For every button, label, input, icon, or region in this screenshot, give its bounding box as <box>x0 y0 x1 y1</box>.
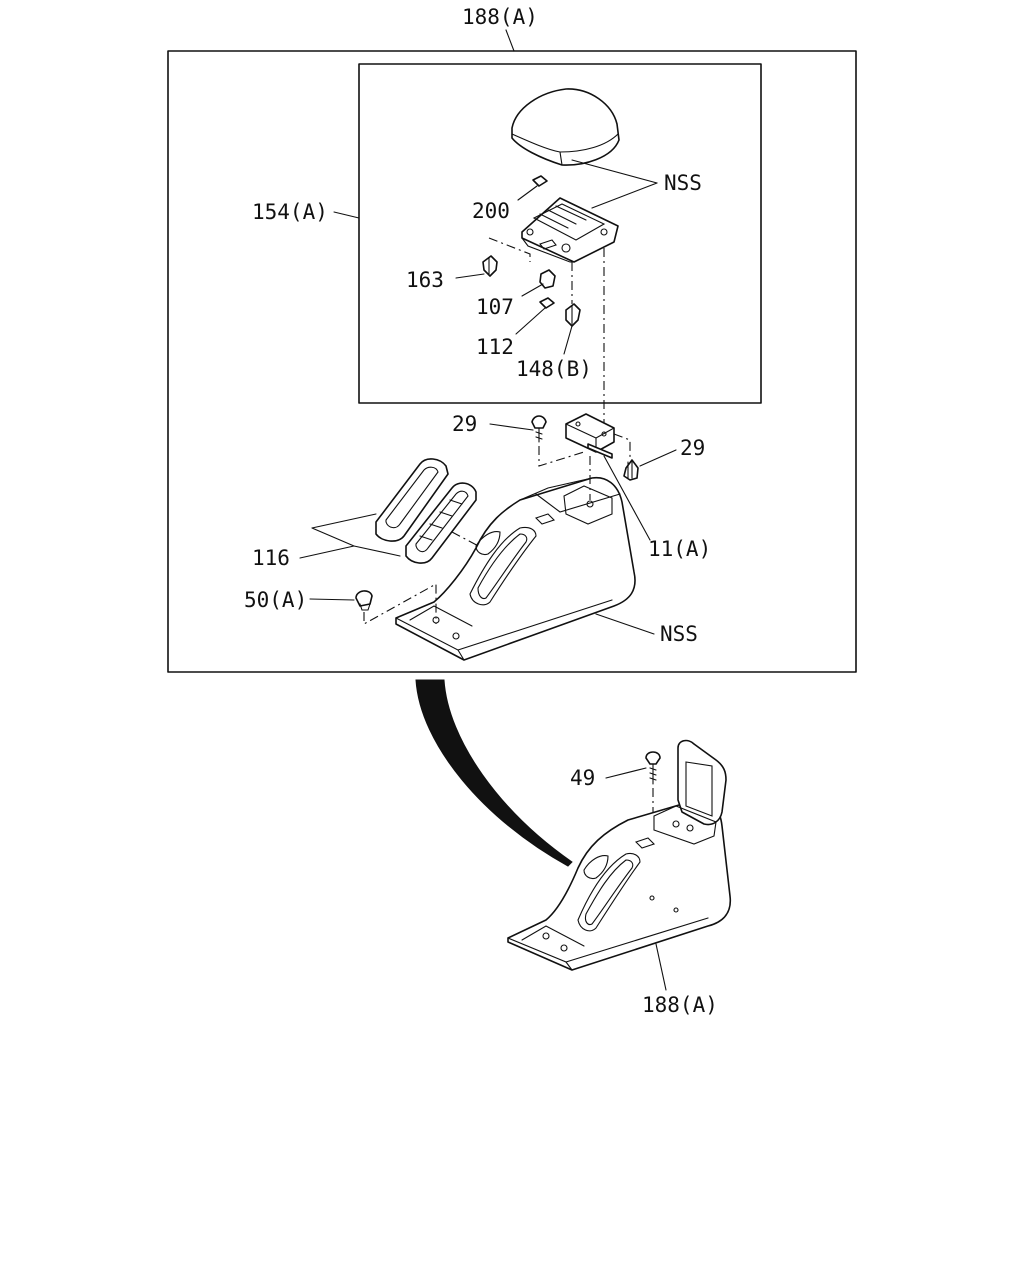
label-armrest-assy: 154(A) <box>252 200 328 224</box>
bezel-plates-116 <box>375 458 477 564</box>
guide-29-left <box>538 446 585 467</box>
label-29-right: 29 <box>680 436 705 460</box>
leader-50a <box>309 598 355 601</box>
leader-armrest-assy <box>333 211 360 219</box>
label-163: 163 <box>406 268 444 292</box>
leader-assembly-top <box>505 29 515 52</box>
clip-107 <box>539 269 556 289</box>
guide-163 <box>488 237 531 262</box>
label-nss-upper: NSS <box>664 171 702 195</box>
leader-29-left <box>489 423 534 431</box>
label-148b: 148(B) <box>516 357 592 381</box>
leader-49 <box>605 767 647 779</box>
leader-116 <box>299 545 355 559</box>
guide-29-right <box>613 433 631 458</box>
leader-nss-lower <box>595 613 655 635</box>
label-112: 112 <box>476 335 514 359</box>
screw-163 <box>482 255 498 277</box>
leader-107 <box>521 283 544 297</box>
leader-11a <box>603 455 651 541</box>
leader-29-right <box>639 449 677 467</box>
label-nss-lower: NSS <box>660 622 698 646</box>
label-11a: 11(A) <box>648 537 711 561</box>
label-50a: 50(A) <box>244 588 307 612</box>
assembly-arrow <box>415 679 573 867</box>
label-29-left: 29 <box>452 412 477 436</box>
bracket-11a <box>565 413 615 459</box>
leader-assembly-bottom <box>655 943 667 991</box>
label-116: 116 <box>252 546 290 570</box>
armrest-frame <box>358 63 762 404</box>
leader-163 <box>455 273 485 279</box>
clip-112 <box>539 297 555 309</box>
screw-29-right <box>623 459 639 481</box>
label-49: 49 <box>570 766 595 790</box>
assembly-frame <box>167 50 857 673</box>
leader-nss-upper-b <box>591 182 658 209</box>
label-assembly-top: 188(A) <box>462 5 538 29</box>
leader-116-bracket <box>311 513 401 557</box>
label-107: 107 <box>476 295 514 319</box>
clip-200 <box>532 175 548 187</box>
leader-200 <box>517 185 538 201</box>
center-console-upper <box>395 476 636 661</box>
clip-50a <box>355 590 373 611</box>
guide-50a <box>363 583 437 625</box>
center-console-assembled <box>507 739 732 971</box>
leader-112 <box>515 307 546 335</box>
armrest-lid <box>511 88 620 166</box>
leader-148b <box>563 325 573 355</box>
screw-29-left <box>531 415 547 443</box>
label-200: 200 <box>472 199 510 223</box>
screw-148b <box>565 303 581 327</box>
label-assembly-bottom: 188(A) <box>642 993 718 1017</box>
armrest-base <box>521 197 619 263</box>
leader-nss-upper-a <box>571 159 658 184</box>
screw-49 <box>645 751 661 785</box>
